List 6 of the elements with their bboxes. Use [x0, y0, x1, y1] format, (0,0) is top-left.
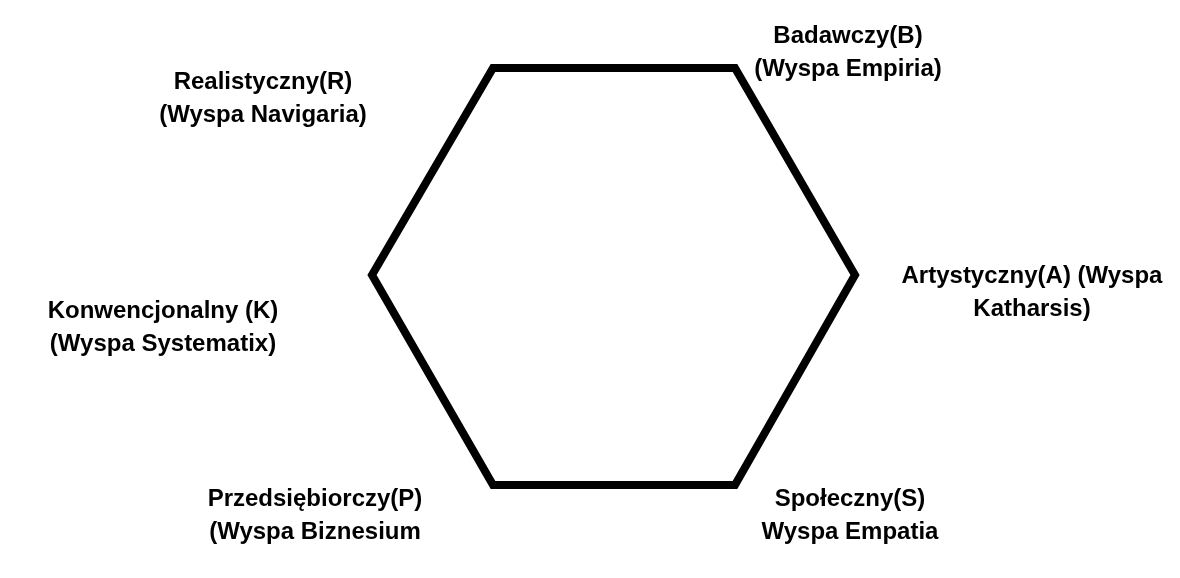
vertex-label: Badawczy(B) (Wyspa Empiria) — [753, 20, 943, 83]
vertex-label: Przedsiębiorczy(P) (Wyspa Biznesium — [206, 483, 424, 546]
vertex-label: Konwencjonalny (K) (Wyspa Systematix) — [46, 295, 280, 358]
vertex-label: Artystyczny(A) (Wyspa Katharsis) — [900, 260, 1164, 323]
vertex-label: Realistyczny(R) (Wyspa Navigaria) — [158, 66, 368, 129]
vertex-label: Społeczny(S) Wyspa Empatia — [760, 483, 940, 546]
